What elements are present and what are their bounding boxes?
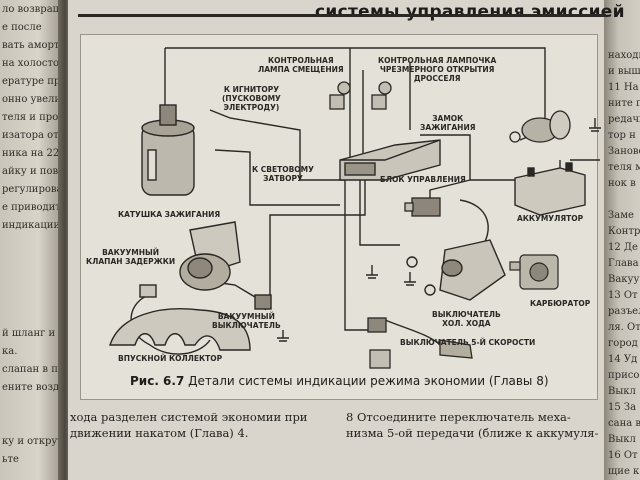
label-throttle-lamp: КОНТРОЛЬНАЯ ЛАМПОЧКА ЧРЕЗМЕРНОГО ОТКРЫТИ…: [378, 56, 497, 83]
battery-drawing: [514, 162, 586, 216]
wire-idle: [359, 175, 400, 246]
figure-number: Рис. 6.7: [130, 374, 185, 388]
label-control-unit: БЛОК УПРАВЛЕНИЯ: [380, 175, 466, 184]
right-page-line: сана в: [608, 418, 640, 429]
right-page-line: Контр: [608, 226, 640, 237]
right-page-line: Заново: [608, 146, 640, 157]
wire-top-bus: [165, 47, 546, 60]
intake-manifold-drawing: [109, 308, 251, 351]
body-col1-line2: движении накатом (Глава) 4.: [70, 426, 249, 440]
page-header: системы управления эмиссией: [315, 2, 625, 22]
right-page-line: нок в: [608, 178, 636, 189]
label-idle-switch: ВЫКЛЮЧАТЕЛЬ ХОЛ. ХОДА: [432, 310, 501, 328]
left-page-line: онно увелич: [2, 94, 64, 105]
control-unit-drawing: [339, 139, 441, 181]
left-page-line: ника на 22W: [2, 148, 64, 159]
left-page-line: ьте: [2, 454, 19, 465]
right-page-line: Вакуу: [608, 274, 640, 285]
body-col1-line1: хода разделен системой экономии при: [70, 410, 308, 424]
left-page-line: ените воздуш: [2, 382, 64, 393]
ground-symbol-4: [404, 272, 416, 286]
left-page-line: айку и повер: [2, 166, 64, 177]
ignition-lock-drawing: [509, 110, 571, 143]
ignition-coil-drawing: [141, 104, 195, 196]
left-page-line: ло возвраще: [2, 4, 64, 15]
left-page-line: й шланг и отсо: [2, 328, 64, 339]
connector-drawing: [404, 197, 441, 217]
right-page-line: 15 За: [608, 402, 637, 413]
right-page-line: 12 Де: [608, 242, 638, 253]
right-page-line: ните п: [608, 98, 640, 109]
left-page-line: индикации ш: [2, 220, 64, 231]
right-page-line: присо: [608, 370, 640, 381]
right-page-line: 16 От: [608, 450, 638, 461]
right-page-line: 13 От: [608, 290, 638, 301]
left-page-line: вать амортуч: [2, 40, 64, 51]
label-intake-manifold: ВПУСКНОЙ КОЛЛЕКТОР: [118, 354, 223, 363]
wire-coil-unit: [214, 149, 340, 206]
left-page-line: регулировать: [2, 184, 64, 195]
left-page-line: ературе прев: [2, 76, 64, 87]
right-page-line: теля м: [608, 162, 640, 173]
wire-igniter: [209, 109, 345, 181]
right-page-line: 11 На: [608, 82, 639, 93]
figure-caption-text: Детали системы индикации режима экономии…: [188, 374, 549, 388]
label-to-igniter: К ИГНИТОРУ (ПУСКОВОМУ ЭЛЕКТРОДУ): [222, 85, 281, 112]
right-page-line: Выкл: [608, 434, 636, 445]
ground-symbol-1: [366, 265, 378, 279]
left-page-line: изатора отсо: [2, 130, 64, 141]
left-page-margin: ло возвраще е после вать амортуч на холосто…: [0, 0, 64, 480]
right-page-line: Заме: [608, 210, 634, 221]
ground-symbol-3: [589, 118, 601, 132]
right-page-line: 14 Уд: [608, 354, 638, 365]
idle-switch-drawing: [406, 239, 506, 301]
left-page-line: теля и провер: [2, 112, 64, 123]
right-page-line: Выкл: [608, 386, 636, 397]
label-ignition-lock: ЗАМОК ЗАЖИГАНИЯ: [420, 114, 476, 132]
left-page-line: е приводит: [2, 202, 61, 213]
label-vacuum-delay-valve: ВАКУУМНЫЙ КЛАПАН ЗАДЕРЖКИ: [86, 248, 176, 266]
label-ignition-coil: КАТУШКА ЗАЖИГАНИЯ: [118, 210, 221, 219]
body-col2-line2: низма 5-ой передачи (ближе к аккумуля-: [346, 426, 599, 440]
right-page-line: редачи: [608, 114, 640, 125]
label-fifth-gear-switch: ВЫКЛЮЧАТЕЛЬ 5-Й СКОРОСТИ: [400, 338, 536, 347]
wire-5th-loop: [384, 319, 441, 346]
left-page-line: слапан в поло: [2, 364, 64, 375]
figure-caption: Рис. 6.7 Детали системы индикации режима…: [130, 374, 549, 388]
shift-lamp-drawing: [329, 81, 351, 110]
label-battery: АККУМУЛЯТОР: [517, 214, 584, 223]
fifth-gear-switch-drawing: [367, 317, 473, 369]
body-col2-line1: 8 Отсоедините переключатель меха-: [346, 410, 571, 424]
left-page-line: на холостом: [2, 58, 64, 69]
hose-delay: [130, 294, 211, 355]
header-rule: [78, 14, 606, 17]
right-page-line: щие к: [608, 466, 640, 477]
vacuum-switch-drawing: [139, 221, 272, 310]
right-page-line: город: [608, 338, 638, 349]
right-page-line: и выше: [608, 66, 640, 77]
carburetor-drawing: [509, 254, 559, 290]
left-page-line: ка.: [2, 346, 18, 357]
right-page-line: ля. От: [608, 322, 640, 333]
ground-symbol-2: [277, 330, 289, 342]
label-vacuum-switch: ВАКУУМНЫЙ ВЫКЛЮЧАТЕЛЬ: [212, 312, 281, 330]
label-carburetor: КАРБЮРАТОР: [530, 299, 591, 308]
label-light-shutter: К СВЕТОВОМУ ЗАТВОРУ: [252, 165, 314, 183]
wire-vac-switch: [264, 175, 366, 311]
label-shift-lamp: КОНТРОЛЬНАЯ ЛАМПА СМЕЩЕНИЯ: [258, 56, 344, 74]
wire-5th: [344, 300, 375, 331]
left-page-line: ку и открутив: [2, 436, 64, 447]
right-page-line: тор н: [608, 130, 636, 141]
throttle-lamp-drawing: [371, 81, 392, 110]
right-page-line: Глава: [608, 258, 639, 269]
wire-lock-unit: [420, 134, 471, 180]
left-page-line: е после: [2, 22, 42, 33]
